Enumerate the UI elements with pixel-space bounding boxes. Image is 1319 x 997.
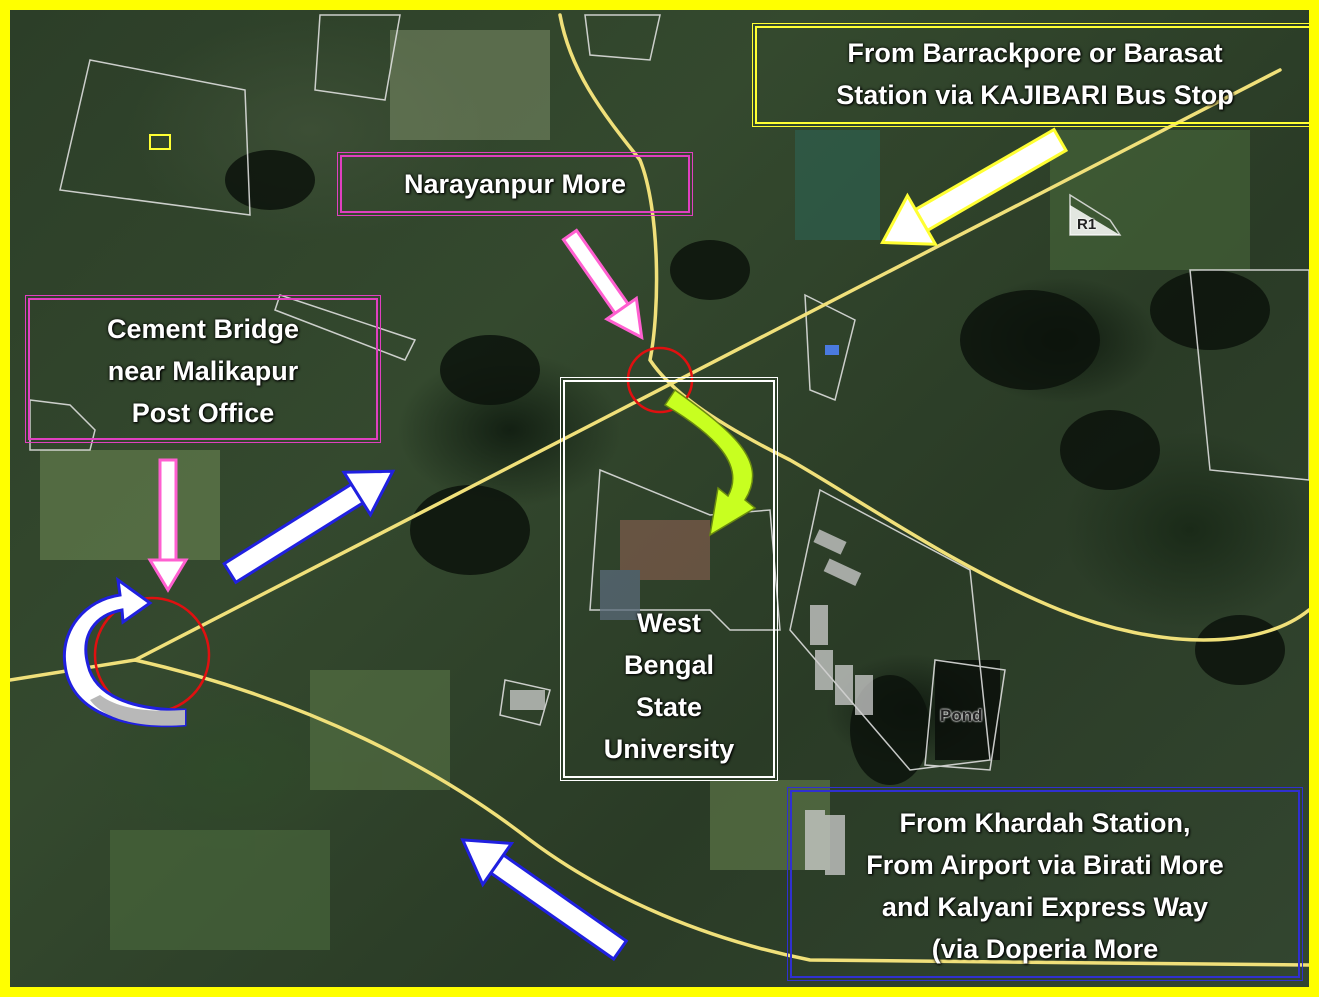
university-line-2: Bengal [623,650,715,680]
r1-label: R1 [1077,216,1097,233]
south-road [133,658,1309,967]
map-overlay [10,13,1309,967]
university-line-3: State [635,692,703,722]
narayanpur-label-box: Narayanpur More [337,152,693,216]
cement-bridge-line-1: Cement Bridge [106,314,300,344]
pond-label: Pond [940,706,983,725]
square-marker-icon [149,134,171,150]
barrackpore-line-2: Station via KAJIBARI Bus Stop [836,80,1234,110]
blue-arrow-northwest-icon [460,838,629,962]
pink-arrow-bridge-icon [147,458,189,593]
blue-arrow-northeast-icon [222,469,396,585]
khardah-line-4: (via Doperia More [931,934,1159,964]
university-line-1: West [636,608,702,638]
main-road-diagonal [133,68,1282,662]
r1-marker-icon [1070,205,1120,235]
university-label-box: West Bengal State University [560,377,778,781]
field-patches [40,30,1250,950]
pin-icon [825,345,839,355]
khardah-line-2: From Airport via Birati More [866,850,1224,880]
water-body [795,130,880,240]
narayanpur-label: Narayanpur More [403,169,627,199]
cement-bridge-line-3: Post Office [131,398,275,428]
cement-bridge-line-2: near Malikapur [107,356,299,386]
buildings [510,520,873,875]
blue-uturn-arrow-icon [62,576,187,728]
green-curved-arrow-icon [663,388,757,537]
khardah-line-3: and Kalyani Express Way [881,892,1209,922]
satellite-map[interactable]: From Barrackpore or Barasat Station via … [10,10,1309,987]
barrackpore-label-box: From Barrackpore or Barasat Station via … [752,23,1309,127]
cement-bridge-label-box: Cement Bridge near Malikapur Post Office [25,295,381,443]
pink-arrow-narayanpur-icon [561,228,644,341]
khardah-label-box: From Khardah Station, From Airport via B… [787,787,1303,981]
yellow-arrow-icon [880,127,1069,246]
khardah-line-1: From Khardah Station, [899,808,1191,838]
university-line-4: University [603,734,735,764]
barrackpore-line-1: From Barrackpore or Barasat [847,38,1223,68]
